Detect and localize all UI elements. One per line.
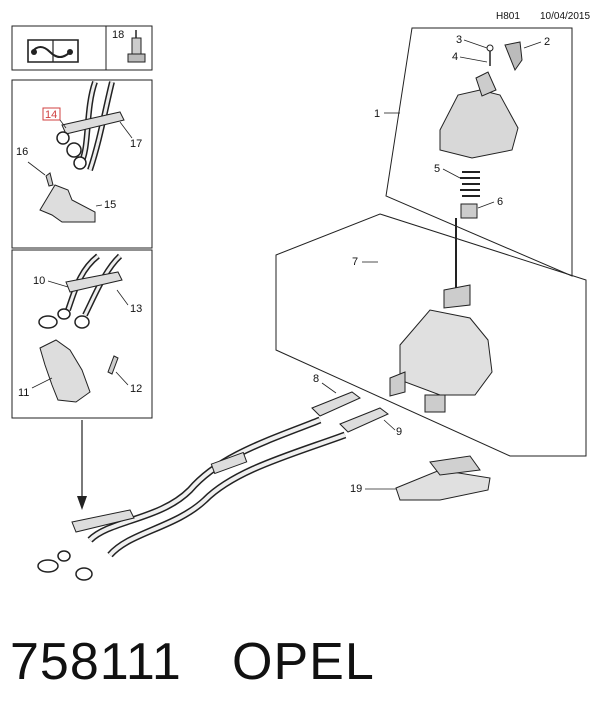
lubricant-gun-icon: [127, 30, 146, 63]
callout-3: 3: [456, 34, 462, 46]
cable-assembly: [37, 416, 347, 581]
callout-13: 13: [130, 303, 142, 315]
callout-6: 6: [497, 196, 503, 208]
legend-number: 18: [112, 29, 124, 41]
inset-box-upper: 14 16 17 15: [11, 79, 153, 249]
callout-11: 11: [18, 387, 29, 399]
callout-15: 15: [104, 199, 116, 211]
callout-4: 4: [452, 51, 458, 63]
bracket-19: 19: [350, 455, 491, 501]
diagram-code: H801: [496, 11, 520, 22]
inset-box-lower: 10 13 11 12: [11, 249, 153, 419]
callout-17: 17: [130, 138, 142, 150]
shifter-mechanism-panel: 7 8 9: [275, 213, 587, 457]
callout-2: 2: [544, 36, 550, 48]
callout-9: 9: [396, 426, 402, 438]
part-number: 758111: [10, 633, 182, 691]
callout-16: 16: [16, 146, 28, 158]
manual-book-icon: [27, 39, 79, 63]
arrow-down-icon: [77, 420, 87, 510]
callout-8: 8: [313, 373, 319, 385]
diagram-date: 10/04/2015: [540, 11, 591, 22]
callout-7: 7: [352, 256, 358, 268]
callout-5: 5: [434, 163, 440, 175]
callout-12: 12: [130, 383, 142, 395]
callout-1: 1: [374, 108, 380, 120]
callout-14: 14: [45, 109, 57, 121]
shift-knob-panel: 3 4 2 1 5 6: [374, 27, 573, 277]
callout-10: 10: [33, 275, 45, 287]
parts-diagram: 18 14 16 17 15: [11, 25, 587, 581]
callout-19: 19: [350, 483, 362, 495]
brand-name: OPEL: [232, 633, 375, 691]
legend-box: 18: [11, 25, 153, 71]
